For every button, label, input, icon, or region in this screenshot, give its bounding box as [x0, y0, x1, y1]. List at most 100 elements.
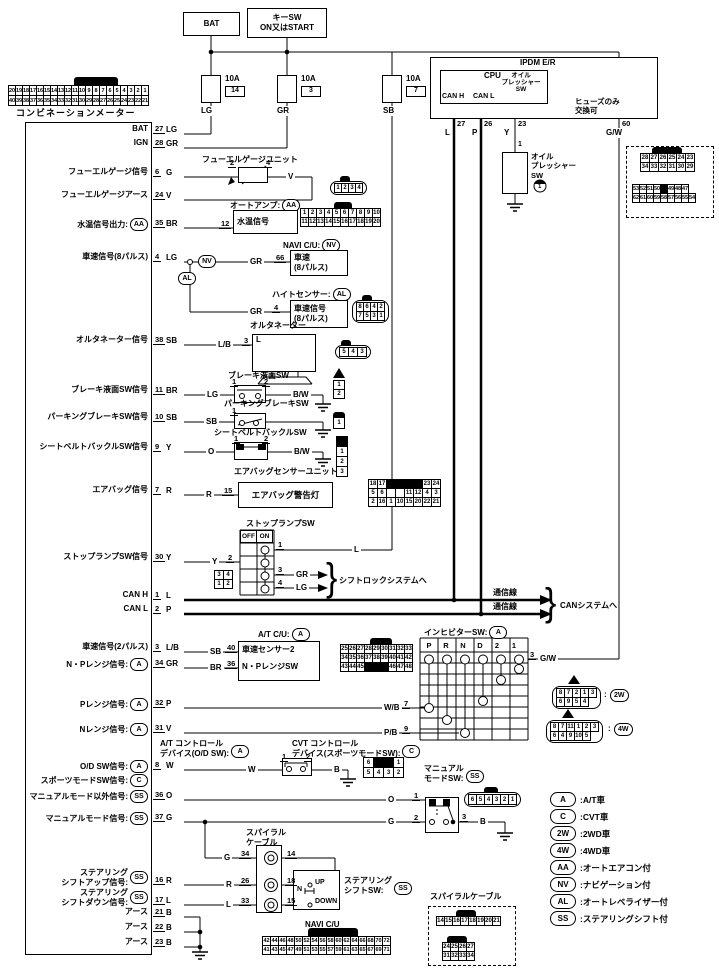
height-sensor-box: 車速信号 (8パルス) — [290, 300, 348, 328]
spiral-pin-34: 34 — [239, 849, 252, 859]
height-title: ハイトセンサー:AL — [272, 288, 351, 301]
spiral-pin-33: 33 — [239, 896, 252, 906]
meter-row-label: アース — [125, 922, 148, 932]
cpu-pin-oil: オイル プレッシャー SW — [501, 72, 541, 94]
key-switch-label: キーSW ON又はSTART — [259, 13, 315, 32]
qualifier-oval: AA — [129, 218, 148, 231]
fuse-7-wire-color: SB — [381, 106, 397, 116]
meter-pin-number: 27 — [153, 124, 166, 134]
qualifier-4w: 4W — [614, 723, 633, 736]
connector-pin: 4 — [355, 183, 363, 193]
connector-pin: 3 — [357, 347, 367, 357]
legend-text-2w: :2WD車 — [580, 828, 611, 839]
2wd-colon: : — [604, 690, 607, 699]
qualifier-oval: SS — [130, 812, 148, 825]
manual-out-color: B — [478, 817, 488, 827]
inhibitor-title: インヒビターSW:A — [424, 626, 508, 639]
meter-row-label: N・Pレンジ信号:A — [66, 658, 148, 671]
stop-out1-color: L — [352, 545, 361, 555]
od-title-cvt: CVT コントロール デバイス(スポーツモードSW):C — [292, 739, 421, 759]
meter-wire-color2: P/B — [382, 728, 400, 738]
meter-wire-color: P — [166, 699, 172, 708]
meter-wire-color2: W/B — [382, 703, 402, 713]
meter-row-label: Pレンジ信号:A — [80, 698, 148, 711]
meter-pin-number: 16 — [153, 875, 166, 885]
meter-wire-color: SB — [166, 413, 178, 422]
meter-row-label-text: アース — [124, 922, 148, 931]
meter-row-label: マニュアルモード信号:SS — [46, 812, 148, 825]
connector-tab — [362, 295, 372, 300]
meter-wire-color: B — [166, 938, 172, 947]
airbag-unit-title: エアバッグセンサーユニット — [234, 467, 338, 476]
height-title-text: ハイトセンサー: — [272, 289, 331, 299]
meter-pin-number: 10 — [153, 412, 166, 422]
inhibitor-title-text: インヒビターSW: — [424, 627, 488, 637]
stop-pin-3: 3 — [276, 565, 285, 575]
shift-lock-note: シフトロックシステムへ — [339, 576, 427, 585]
legend-item-2w: 2W:2WD車 — [550, 826, 610, 841]
meter-pin-number: 4 — [153, 252, 162, 262]
meter-wire-color: L — [166, 896, 171, 905]
meter-row-label: ステアリング シフトアップ信号:SS — [61, 868, 148, 887]
belt-out-color: B/W — [292, 447, 312, 457]
meter-row-label: O/D SW信号:A — [80, 760, 148, 773]
meter-row-label: BAT — [132, 124, 148, 134]
parking-connector: 1 — [333, 417, 345, 429]
meter-row-label-text: CAN H — [122, 590, 148, 599]
meter-pin-number: 32 — [153, 698, 166, 708]
legend-item-nv: NV:ナビゲーション付 — [550, 877, 651, 892]
meter-wire-color: R — [166, 876, 172, 885]
meter-wire-color: G — [166, 813, 173, 822]
meter-row-label-text: ブレーキ液面SW信号 — [71, 385, 148, 394]
ipdm-connector-box — [626, 146, 714, 218]
connector-pin: 21 — [141, 95, 149, 106]
legend-code-a: A — [550, 792, 576, 807]
oil-warning-lamp-number: 1 — [538, 184, 542, 190]
meter-wire-color2: L — [224, 900, 233, 910]
meter-row-label: ステアリング シフトダウン信号:SS — [61, 888, 148, 907]
connector-pin: 3 — [590, 722, 599, 732]
meter-row-label-text: 水温信号出力: — [77, 219, 128, 229]
stop-pin-4: 4 — [276, 578, 285, 588]
meter-wire-color2: R — [224, 880, 234, 890]
meter-row-label-text: アース — [124, 907, 148, 916]
atcu-text-1: 車速センサー2 — [242, 645, 295, 654]
fuse-7-symbol — [382, 75, 402, 103]
spiral-pin-26: 26 — [239, 876, 252, 886]
connector-tab — [484, 787, 498, 792]
connector-pin: OFF — [240, 530, 257, 543]
meter-row-label-text: O/D SW信号: — [80, 761, 128, 771]
connector-tab — [74, 77, 118, 86]
connector-tab — [456, 910, 476, 916]
meter-wire-color: GR — [166, 659, 178, 668]
meter-row-label: ストップランプSW信号 — [63, 552, 148, 562]
airbag-pin-15: 15 — [222, 486, 235, 496]
meter-pin-number: 35 — [153, 218, 166, 228]
legend-code-nv: NV — [550, 877, 576, 892]
connector-pin: 71 — [382, 945, 391, 955]
legend-item-ss: SS:ステアリングシフト付 — [550, 911, 668, 926]
wire-gw: G/W — [604, 128, 624, 138]
meter-row-label-text: IGN — [133, 138, 148, 147]
meter-row-label-text: N・Pレンジ信号: — [66, 659, 128, 669]
meter-wire-color2: O — [386, 795, 397, 805]
oil-sw-pin: 1 — [518, 141, 522, 148]
atcu-pin-40: 40 — [225, 643, 238, 653]
meter-wire-color2: G — [386, 817, 397, 827]
seatbelt-sw-title: シートベルトバックルSW — [214, 428, 307, 437]
meter-wire-color: LG — [166, 125, 178, 134]
qualifier-oval: SS — [130, 891, 148, 905]
alternator-box: L — [252, 334, 316, 372]
qualifier-2w: 2W — [610, 689, 629, 702]
connector-pin: 4 — [580, 697, 589, 707]
meter-wire-color: W — [166, 761, 174, 770]
cpu-pin-can-h: CAN H — [442, 93, 465, 100]
